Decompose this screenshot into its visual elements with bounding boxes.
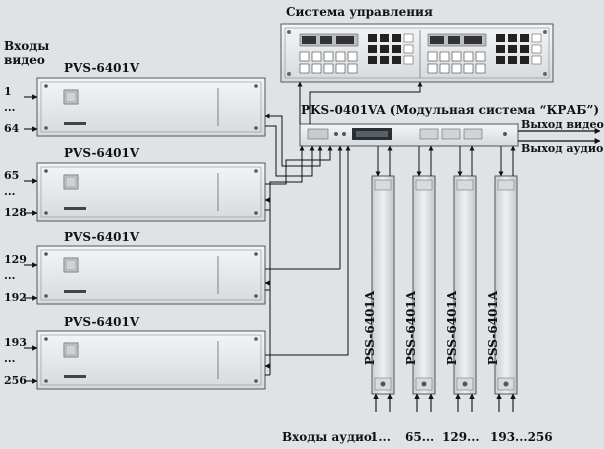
output-video-label: Выход видео	[521, 118, 604, 131]
video-inputs-label-line2: видео	[4, 53, 45, 67]
pvs-unit-3-range-end: 192	[4, 291, 27, 304]
pvs-unit-4	[36, 330, 266, 390]
pvs-unit-1-range-end: 64	[4, 122, 20, 135]
pvs-unit-2-range-end: 128	[4, 206, 27, 219]
pvs-unit-3-model: PVS-6401V	[64, 230, 140, 244]
pss-unit-3	[453, 175, 477, 395]
pvs-unit-2	[36, 162, 266, 222]
pss-unit-1	[371, 175, 395, 395]
pvs-unit-3	[36, 245, 266, 305]
audio-input-arrows	[373, 393, 516, 412]
pks-label: PKS-0401VA (Модульная система “КРАБ”)	[301, 103, 600, 117]
pvs-unit-4-range-end: 256	[4, 374, 27, 387]
control-panel	[280, 23, 554, 83]
pvs-unit-2-range-dots: ...	[4, 185, 16, 198]
pvs-unit-1-model: PVS-6401V	[64, 61, 140, 75]
pss-unit-4-model: PSS-6401A	[486, 290, 500, 366]
pvs-unit-1-range-dots: ...	[4, 101, 16, 114]
pss-unit-4	[494, 175, 518, 395]
pvs-to-pks-connections	[265, 115, 351, 376]
audio-range-3: 129...	[442, 430, 480, 444]
pvs-unit-3-range-dots: ...	[4, 269, 16, 282]
pvs-return-arrows	[264, 113, 270, 369]
audio-range-1: 1...	[370, 430, 391, 444]
pvs-unit-1-range-start: 1	[4, 85, 12, 98]
pvs-unit-2-model: PVS-6401V	[64, 146, 140, 160]
pvs-unit-1	[36, 77, 266, 137]
pvs-unit-3-range-start: 129	[4, 253, 27, 266]
pss-unit-2-model: PSS-6401A	[404, 290, 418, 366]
audio-range-4: 193...256	[490, 430, 553, 444]
pss-unit-3-model: PSS-6401A	[445, 290, 459, 366]
pks-to-control-links	[297, 81, 423, 124]
pks-outputs	[518, 128, 601, 144]
video-inputs-label-line1: Входы	[4, 39, 50, 53]
pvs-unit-4-range-start: 193	[4, 336, 27, 349]
pks-unit	[299, 123, 519, 147]
video-input-arrows	[24, 94, 38, 384]
pss-unit-2	[412, 175, 436, 395]
pss-unit-1-model: PSS-6401A	[363, 290, 377, 366]
pvs-unit-2-range-start: 65	[4, 169, 20, 182]
pvs-unit-4-range-dots: ...	[4, 352, 16, 365]
pvs-unit-4-model: PVS-6401V	[64, 315, 140, 329]
output-audio-label: Выход аудио	[521, 142, 604, 155]
audio-range-2: 65...	[405, 430, 435, 444]
pks-to-pss-connections	[375, 145, 516, 177]
control-system-title: Система управления	[286, 5, 433, 19]
audio-inputs-label: Входы аудио	[282, 430, 372, 444]
